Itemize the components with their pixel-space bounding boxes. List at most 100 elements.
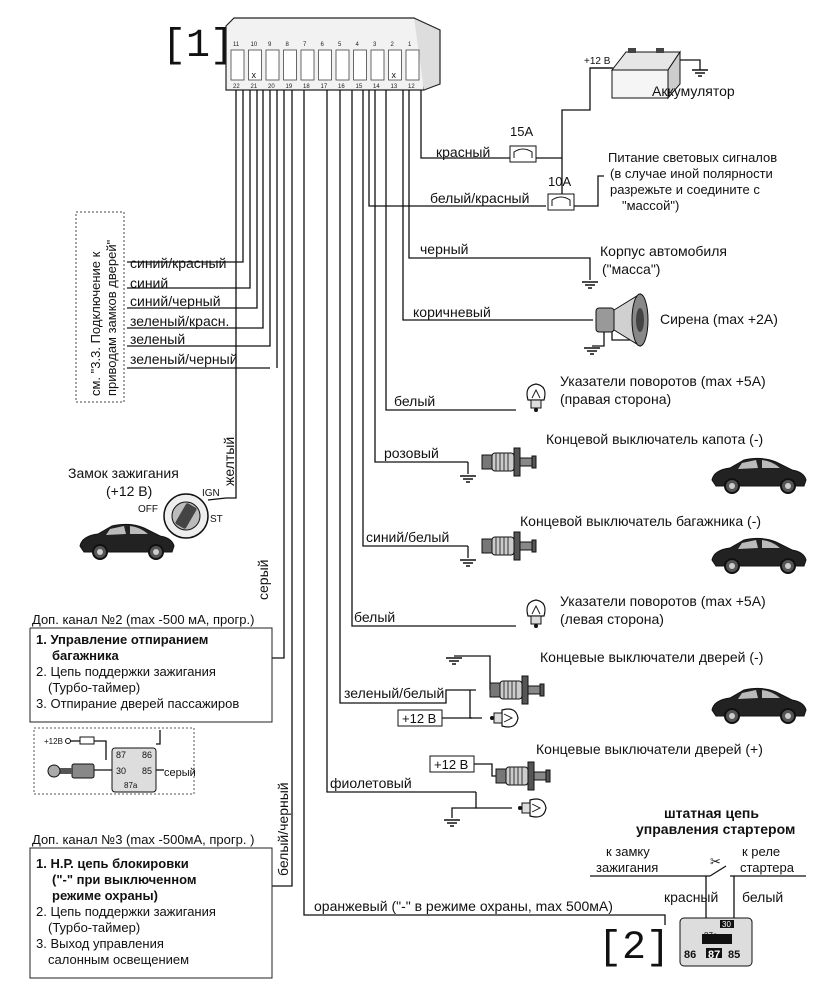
wire-white-black-label: белый/черный	[275, 782, 291, 876]
wire-orange-label: оранжевый ("-" в режиме охраны, max 500м…	[314, 898, 613, 914]
connector-cell	[353, 49, 367, 81]
wire-brown-label: коричневый	[413, 304, 491, 320]
harness-wires	[127, 67, 666, 925]
marker-1: [1]	[162, 24, 234, 69]
doors-plus-bulb-icon	[517, 798, 547, 818]
connector-pin-bottom: 19	[286, 84, 293, 90]
channel2-item-1: 1. Управление отпиранием	[36, 632, 209, 647]
starter-title-1: штатная цепь	[664, 805, 759, 821]
wire-blue-red-label: синий/красный	[130, 255, 226, 271]
marker-2: [2]	[598, 926, 670, 971]
channel3-item-3: 3. Выход управления	[36, 936, 164, 951]
connector-cell	[405, 49, 420, 81]
connector-pin-bottom: 18	[303, 84, 310, 90]
connector-pin-bottom: 21	[251, 84, 258, 90]
turn-left-label-1: Указатели поворотов (max +5A)	[560, 593, 766, 609]
connector-pin-top: 11	[233, 42, 240, 48]
relay-small-plus: +12В	[44, 737, 63, 746]
trunk-car-icon	[711, 537, 807, 574]
relay-small-86: 86	[142, 750, 152, 760]
connector-pin-top: 9	[268, 42, 272, 48]
connector-pin-bottom: 15	[356, 84, 363, 90]
wire-blue-white-label: синий/белый	[366, 529, 449, 545]
turn-right-label-2: (правая сторона)	[560, 391, 671, 407]
turn-right-label-1: Указатели поворотов (max +5A)	[560, 373, 766, 389]
battery	[590, 48, 709, 100]
relay-small-87a: 87a	[124, 781, 138, 790]
doors-minus-label: Концевые выключатели дверей (-)	[540, 649, 763, 665]
wire-gray-label: серый	[255, 560, 271, 600]
ignition-lock-icon	[163, 493, 209, 539]
relay-small-wire: серый	[164, 767, 196, 779]
channel2-item-1b: багажника	[52, 648, 119, 663]
hood-label: Концевой выключатель капота (-)	[546, 431, 763, 447]
light-power-note-1: Питание световых сигналов	[608, 150, 777, 165]
fuse-15a-label: 15A	[510, 124, 533, 139]
ignition-title: Замок зажигания	[68, 465, 179, 481]
ignition-st: ST	[210, 514, 223, 525]
connector-cell	[318, 49, 332, 81]
doors-plus-switch-icon	[495, 761, 551, 791]
channel3-title: Доп. канал №3 (max -500мА, прогр. )	[32, 832, 255, 847]
relay-small-30: 30	[116, 766, 126, 776]
connector-pin-bottom: 17	[321, 84, 328, 90]
starter-30: 30	[722, 920, 731, 929]
connector-pin-top: 2	[391, 42, 395, 48]
wire-white2-label: белый	[354, 609, 395, 625]
wire-violet-label: фиолетовый	[330, 775, 412, 791]
hood-car-icon	[711, 457, 807, 494]
wire-white1-label: белый	[394, 393, 435, 409]
light-power-note-4: "массой")	[622, 198, 679, 213]
scissors-icon: ✂	[710, 854, 721, 869]
fuse-15a	[509, 145, 537, 163]
connector-cell	[248, 49, 262, 81]
channel2-item-2b: (Турбо-таймер)	[48, 680, 141, 695]
connector-pin-bottom: 20	[268, 84, 275, 90]
channel3-item-1c: режиме охраны)	[52, 888, 158, 903]
wire-red-label: красный	[436, 144, 490, 160]
turn-left-bulb-icon	[526, 599, 546, 629]
starter-87a: 87a	[704, 931, 718, 940]
relay-small-87: 87	[116, 750, 126, 760]
turn-right-bulb-icon	[526, 383, 546, 413]
doors-minus-ground-icon	[445, 657, 463, 665]
connector-cell	[370, 49, 385, 81]
wire-green-black-label: зеленый/черный	[130, 351, 238, 367]
starter-86: 86	[684, 949, 696, 961]
channel3-item-3b: салонным освещением	[48, 952, 190, 967]
trunk-label: Концевой выключатель багажника (-)	[520, 513, 761, 529]
channel3-item-2: 2. Цепь поддержки зажигания	[36, 904, 216, 919]
siren-ground-icon	[583, 347, 601, 355]
connector-pin-bottom: 16	[338, 84, 345, 90]
channel2-item-2: 2. Цепь поддержки зажигания	[36, 664, 216, 679]
channel2-title: Доп. канал №2 (max -500 мА, прогр.)	[32, 612, 255, 627]
connector-empty-mark: x	[252, 70, 257, 80]
doors-plus-plus12: +12 В	[434, 757, 468, 772]
relay-small-85: 85	[142, 766, 152, 776]
wire-green-white-label: зеленый/белый	[344, 685, 444, 701]
ignition-car-icon	[79, 523, 175, 560]
doors-plus-label: Концевые выключатели дверей (+)	[536, 741, 763, 757]
starter-left-1: к замку	[606, 844, 650, 859]
channel2-item-3: 3. Отпирание дверей пассажиров	[36, 696, 240, 711]
fuse-10a-label: 10A	[548, 174, 571, 189]
channel3-item-1: 1. Н.Р. цепь блокировки	[36, 856, 189, 871]
channel2-list: 1. Управление отпиранием багажника 2. Це…	[36, 632, 272, 712]
doors-minus-plus12: +12 В	[402, 711, 436, 726]
wire-pink-label: розовый	[384, 445, 439, 461]
starter-85: 85	[728, 949, 740, 961]
starter-red: красный	[664, 889, 718, 905]
ground-label-2: ("масса")	[602, 261, 660, 277]
wire-blue-black-label: синий/черный	[130, 293, 221, 309]
connector-cell	[265, 49, 280, 81]
door-lock-ref-1: см. "3.3. Подключение к	[88, 251, 103, 396]
connector-pin-top: 5	[338, 42, 342, 48]
connector-pin-top: 3	[373, 42, 377, 48]
ground-label-1: Корпус автомобиля	[600, 243, 727, 259]
battery-label: Аккумулятор	[652, 83, 735, 99]
connector-pin-top: 4	[356, 42, 360, 48]
connector-pin-top: 10	[251, 42, 258, 48]
doors-car-icon	[711, 687, 807, 724]
